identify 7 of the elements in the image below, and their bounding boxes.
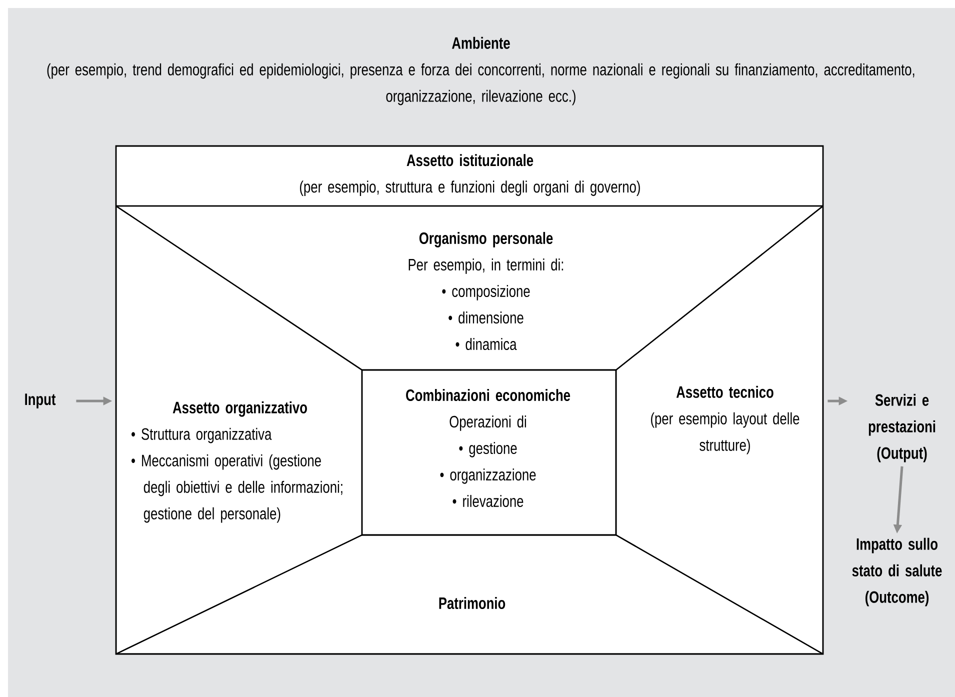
node-label: (per esempio, struttura e funzioni degli organi di governo): [300, 180, 640, 196]
center-box: Combinazioni economiche Operazioni di • gestione • organizzazione • rilevazione: [361, 369, 617, 536]
output-label: Servizi e prestazioni (Output): [868, 394, 936, 462]
input-label: Input: [25, 394, 56, 408]
trapezoid-panel: Patrimonio: [116, 534, 823, 654]
node-label: Assetto istituzionale: [406, 154, 534, 166]
outcome-label: Impatto sullo stato di salute (Outcome): [852, 538, 942, 606]
